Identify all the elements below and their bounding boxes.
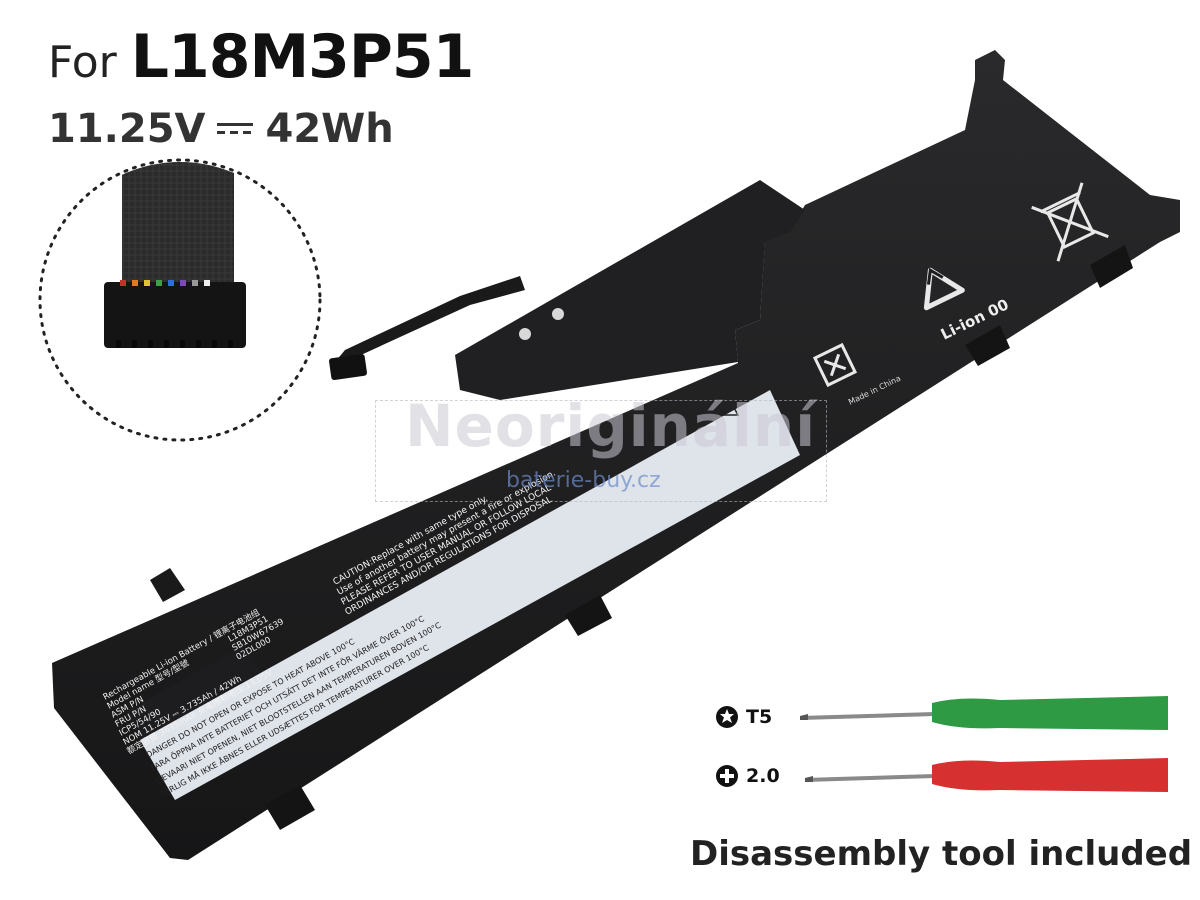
battery-label (140, 390, 800, 800)
watermark-site: baterie-buy.cz (506, 468, 661, 493)
voltage-text: 11.25V (48, 106, 206, 152)
battery-upper-block (455, 180, 805, 400)
spec-line: 11.25V 42Wh (48, 106, 394, 152)
tool-20-label: 2.0 (716, 765, 780, 787)
mounting-tab (965, 325, 1010, 366)
weee-bin-icon (1031, 182, 1109, 262)
tool-t5-label: T5 (716, 706, 772, 728)
watermark-frame (375, 400, 827, 502)
mounting-tab (150, 568, 185, 602)
dc-current-icon (215, 118, 255, 140)
warning-triangle-icon (714, 393, 740, 416)
ribbon-cable (122, 162, 234, 285)
minus-terminal-icon (519, 328, 531, 340)
title-model: L18M3P51 (130, 22, 475, 92)
connector-pins (120, 280, 210, 286)
torx-screwdriver (799, 696, 1168, 730)
connector-plug (104, 282, 246, 348)
recycle-icon (923, 267, 965, 311)
torx-star-icon (716, 706, 738, 728)
title-prefix: For (48, 37, 117, 88)
capacity-text: 42Wh (265, 106, 394, 152)
mounting-tab (565, 595, 612, 636)
tool-t5-text: T5 (746, 706, 773, 728)
mounting-tab (265, 785, 315, 830)
battery-connector (329, 353, 367, 381)
phillips-screwdriver (804, 758, 1168, 792)
tool-20-text: 2.0 (746, 765, 780, 787)
phillips-cross-icon (716, 765, 738, 787)
china-recycle-icon (812, 342, 858, 388)
mounting-tab (1090, 245, 1133, 288)
battery-cable (335, 276, 525, 362)
product-title: For L18M3P51 (48, 22, 475, 92)
disassembly-caption: Disassembly tool included (690, 834, 1193, 874)
plus-terminal-icon (552, 308, 564, 320)
connector-zoom-inset (38, 158, 322, 442)
